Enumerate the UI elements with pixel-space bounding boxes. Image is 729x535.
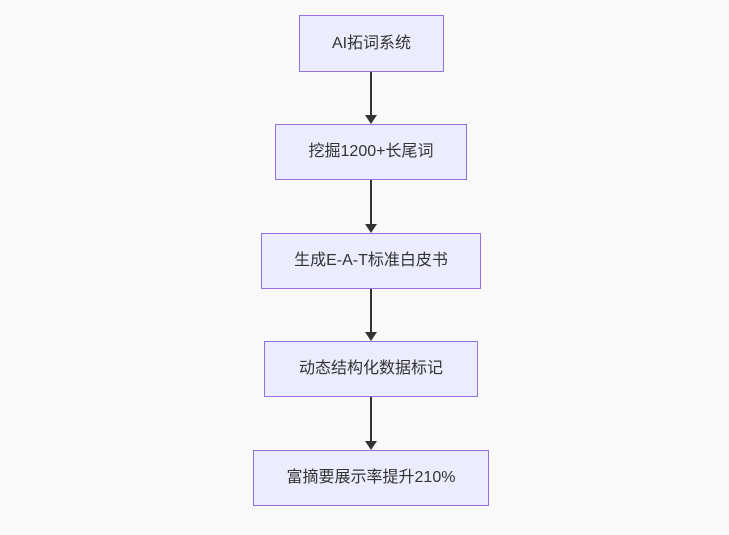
flow-node-ai-word-expansion-system: AI拓词系统 bbox=[299, 15, 444, 72]
flow-node-label: 挖掘1200+长尾词 bbox=[308, 143, 434, 160]
flow-node-generate-eat-whitepaper: 生成E-A-T标准白皮书 bbox=[261, 233, 481, 289]
flow-node-rich-snippet-rate-increase: 富摘要展示率提升210% bbox=[253, 450, 489, 506]
flow-edge-line bbox=[370, 397, 372, 442]
flow-edge-line bbox=[370, 72, 372, 116]
flow-edge-line bbox=[370, 180, 372, 225]
arrow-down-icon bbox=[365, 115, 377, 124]
flow-node-dynamic-structured-data-markup: 动态结构化数据标记 bbox=[264, 341, 478, 397]
arrow-down-icon bbox=[365, 332, 377, 341]
flow-node-label: AI拓词系统 bbox=[331, 34, 412, 52]
flow-edge-line bbox=[370, 289, 372, 333]
flow-node-mine-longtail-keywords: 挖掘1200+长尾词 bbox=[275, 124, 467, 180]
arrow-down-icon bbox=[365, 441, 377, 450]
flow-node-label: 生成E-A-T标准白皮书 bbox=[294, 252, 448, 269]
flow-node-label: 动态结构化数据标记 bbox=[298, 360, 443, 377]
arrow-down-icon bbox=[365, 224, 377, 233]
flow-node-label: 富摘要展示率提升210% bbox=[286, 469, 456, 486]
